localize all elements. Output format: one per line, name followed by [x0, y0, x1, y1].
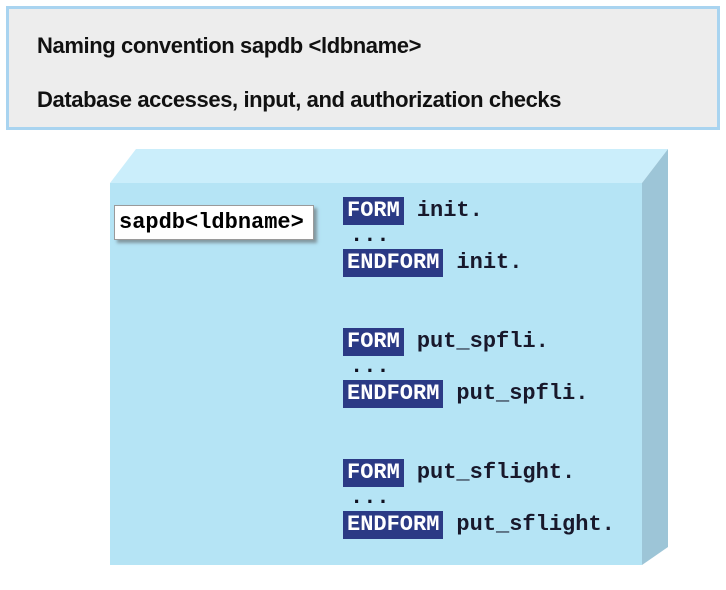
form-block-put-sflight: FORM put_sflight. ... ENDFORM put_sflight. — [343, 459, 615, 539]
code-line: FORM put_spfli. — [343, 328, 615, 356]
form-block-put-spfli: FORM put_spfli. ... ENDFORM put_spfli. — [343, 328, 615, 408]
form-keyword-badge: FORM — [343, 328, 404, 356]
ldb-program-label: sapdb<ldbname> — [114, 205, 314, 240]
cube-graphic — [110, 149, 668, 565]
form-name: init. — [456, 250, 523, 275]
ellipsis: ... — [350, 354, 390, 379]
cube-top-face — [110, 149, 668, 183]
form-keyword-badge: FORM — [343, 459, 404, 487]
code-line: FORM put_sflight. — [343, 459, 615, 487]
form-name: put_spfli. — [456, 381, 589, 406]
code-line: ENDFORM put_sflight. — [343, 511, 615, 539]
header-line-naming-convention: Naming convention sapdb <ldbname> — [37, 33, 422, 58]
header-panel: Naming convention sapdb <ldbname> Databa… — [6, 6, 720, 130]
code-column: FORM init. ... ENDFORM init. FORM put_spfli… — [343, 197, 615, 590]
form-name: put_sflight. — [416, 460, 576, 485]
form-name: init. — [416, 198, 483, 223]
code-line: ENDFORM put_spfli. — [343, 380, 615, 408]
cube-right-face — [642, 149, 668, 565]
endform-keyword-badge: ENDFORM — [343, 249, 444, 277]
form-name: put_spfli. — [416, 329, 549, 354]
form-block-init: FORM init. ... ENDFORM init. — [343, 197, 615, 277]
header-line-description: Database accesses, input, and authorizat… — [37, 87, 562, 112]
form-keyword-badge: FORM — [343, 197, 404, 225]
form-name: put_sflight. — [456, 512, 615, 537]
cube-front-face — [110, 183, 642, 565]
code-line: FORM init. — [343, 197, 615, 225]
code-line: ENDFORM init. — [343, 249, 615, 277]
ellipsis: ... — [350, 223, 390, 248]
endform-keyword-badge: ENDFORM — [343, 511, 444, 539]
ellipsis: ... — [350, 485, 390, 510]
endform-keyword-badge: ENDFORM — [343, 380, 444, 408]
